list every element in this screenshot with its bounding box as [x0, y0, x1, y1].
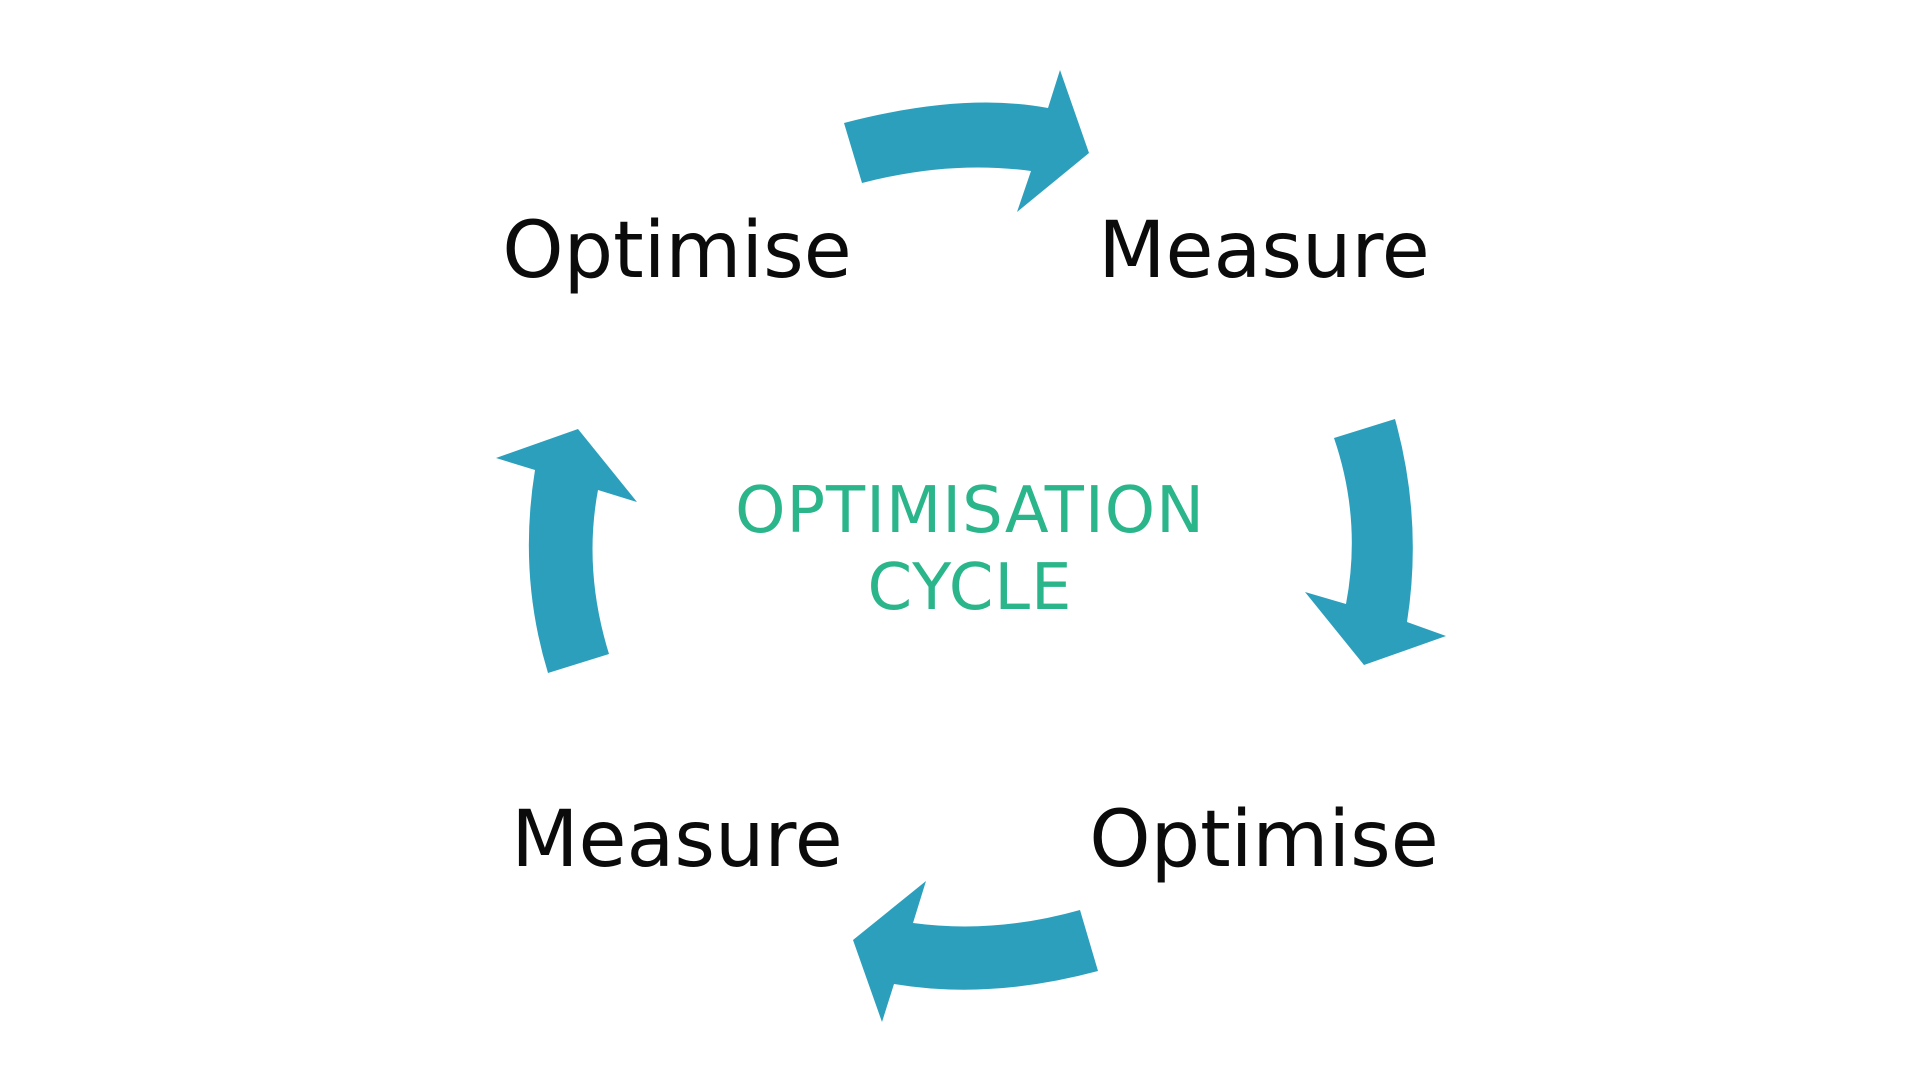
center-title-line-2: CYCLE: [868, 551, 1073, 625]
arrow-bottom-left-icon: [853, 881, 1098, 1022]
stage-label-top-left: Optimise: [502, 206, 851, 296]
cycle-arrows: [496, 70, 1446, 1022]
stage-label-top-right: Measure: [1098, 206, 1430, 296]
stage-label-bottom-left: Measure: [511, 795, 843, 885]
arrow-right-down-icon: [1305, 419, 1446, 665]
arrow-left-up-icon: [496, 429, 637, 673]
center-title-line-1: OPTIMISATION: [735, 474, 1205, 548]
arrow-top-right-icon: [844, 70, 1089, 212]
stage-label-bottom-right: Optimise: [1089, 795, 1438, 885]
